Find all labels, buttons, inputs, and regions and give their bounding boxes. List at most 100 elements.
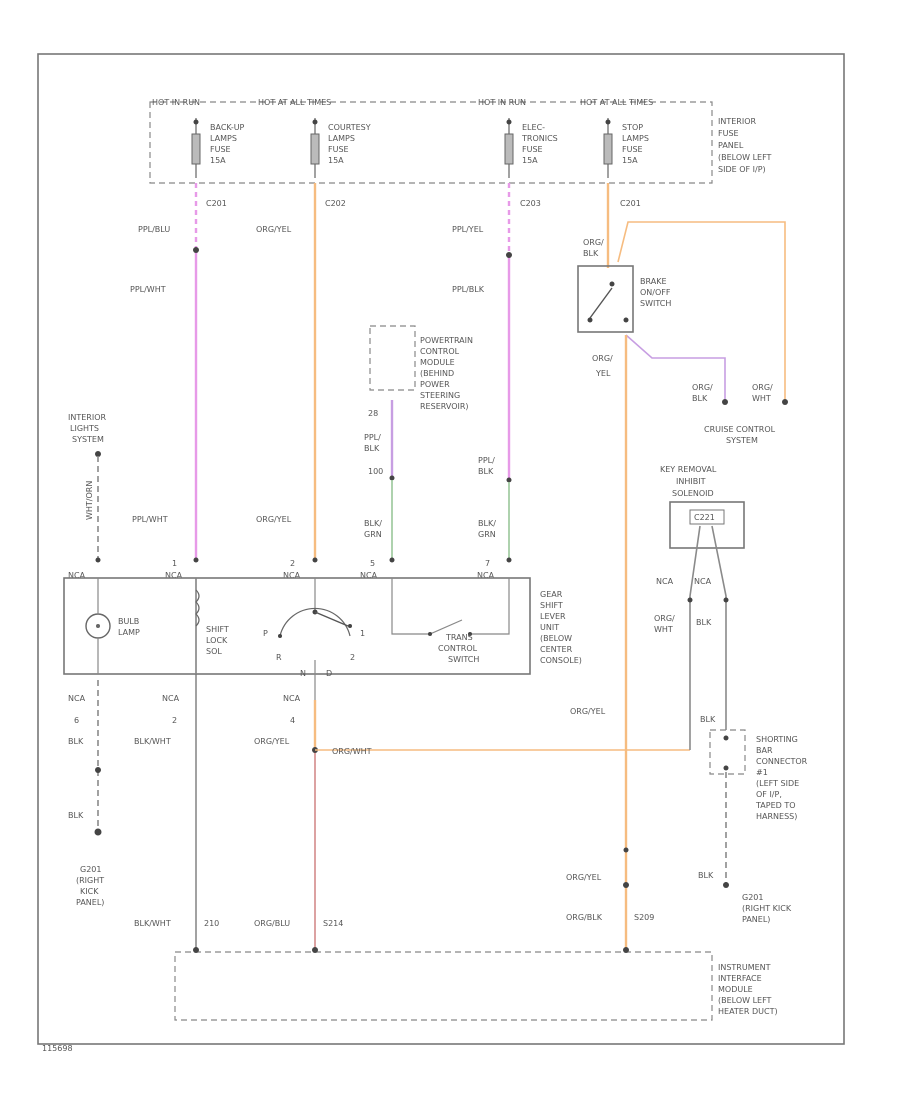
svg-text:PPL/: PPL/ bbox=[364, 433, 381, 442]
svg-text:BLK: BLK bbox=[68, 737, 84, 746]
svg-text:ORG/BLK: ORG/BLK bbox=[566, 913, 603, 922]
svg-text:BLK: BLK bbox=[692, 394, 708, 403]
svg-text:NCA: NCA bbox=[68, 571, 86, 580]
svg-text:ORG/: ORG/ bbox=[692, 383, 713, 392]
diagram-code: 115698 bbox=[42, 1044, 73, 1053]
svg-text:ORG/BLU: ORG/BLU bbox=[254, 919, 290, 928]
connector-c203: C203 bbox=[520, 199, 541, 208]
svg-text:NCA: NCA bbox=[360, 571, 378, 580]
prndl-1: 1 bbox=[360, 629, 365, 638]
svg-text:NCA: NCA bbox=[694, 577, 712, 586]
key-removal-inhibit-solenoid: KEY REMOVAL INHIBIT SOLENOID C221 NCA NC… bbox=[654, 465, 745, 750]
svg-text:ORG/WHT: ORG/WHT bbox=[332, 747, 372, 756]
hot-in-run-label-2: HOT IN RUN bbox=[478, 98, 526, 107]
svg-text:INHIBIT: INHIBIT bbox=[676, 477, 706, 486]
connector-c201-b: C201 bbox=[620, 199, 641, 208]
svg-text:BLK: BLK bbox=[68, 811, 84, 820]
hot-at-all-times-label-2: HOT AT ALL TIMES bbox=[580, 98, 653, 107]
svg-text:GRN: GRN bbox=[364, 530, 382, 539]
svg-text:S214: S214 bbox=[323, 919, 343, 928]
svg-text:5: 5 bbox=[370, 559, 375, 568]
prndl-d: D bbox=[326, 669, 332, 678]
svg-text:ORG/YEL: ORG/YEL bbox=[254, 737, 290, 746]
svg-text:NCA: NCA bbox=[656, 577, 674, 586]
svg-text:GRN: GRN bbox=[478, 530, 496, 539]
svg-text:2: 2 bbox=[290, 559, 295, 568]
svg-text:PPL/WHT: PPL/WHT bbox=[130, 285, 166, 294]
fuse-panel-label: INTERIOR FUSE PANEL (BELOW LEFT SIDE OF … bbox=[718, 117, 774, 174]
svg-text:4: 4 bbox=[290, 716, 295, 725]
svg-text:PPL/YEL: PPL/YEL bbox=[452, 225, 484, 234]
svg-text:BLK/WHT: BLK/WHT bbox=[134, 919, 171, 928]
svg-text:KEY REMOVAL: KEY REMOVAL bbox=[660, 465, 717, 474]
svg-text:NCA: NCA bbox=[283, 571, 301, 580]
svg-text:ORG/: ORG/ bbox=[654, 614, 675, 623]
svg-text:BLK: BLK bbox=[696, 618, 712, 627]
svg-text:7: 7 bbox=[485, 559, 490, 568]
svg-text:BLK: BLK bbox=[364, 444, 380, 453]
svg-text:PPL/BLK: PPL/BLK bbox=[452, 285, 485, 294]
svg-text:28: 28 bbox=[368, 409, 378, 418]
svg-text:WHT: WHT bbox=[654, 625, 673, 634]
wire-org-yel: ORG/YEL ORG/YEL 2 NCA NCA 4 ORG/YEL ORG/… bbox=[254, 183, 690, 950]
svg-text:NCA: NCA bbox=[68, 694, 86, 703]
diagram-frame bbox=[37, 53, 845, 1045]
svg-text:ORG/: ORG/ bbox=[583, 238, 604, 247]
svg-text:ORG/: ORG/ bbox=[592, 354, 613, 363]
svg-text:1: 1 bbox=[172, 559, 177, 568]
interior-fuse-panel: HOT IN RUN HOT AT ALL TIMES HOT IN RUN H… bbox=[149, 98, 774, 208]
svg-text:BLK/WHT: BLK/WHT bbox=[134, 737, 171, 746]
svg-text:BLK: BLK bbox=[478, 467, 494, 476]
svg-text:BLK/: BLK/ bbox=[478, 519, 496, 528]
svg-text:BLK: BLK bbox=[700, 715, 716, 724]
svg-text:NCA: NCA bbox=[165, 571, 183, 580]
hot-at-all-times-label-1: HOT AT ALL TIMES bbox=[258, 98, 331, 107]
svg-text:WHT/ORN: WHT/ORN bbox=[85, 481, 94, 520]
svg-text:WHT: WHT bbox=[752, 394, 771, 403]
svg-text:BLK: BLK bbox=[583, 249, 599, 258]
svg-text:ORG/YEL: ORG/YEL bbox=[570, 707, 606, 716]
svg-text:2: 2 bbox=[172, 716, 177, 725]
svg-text:100: 100 bbox=[368, 467, 383, 476]
svg-text:S209: S209 bbox=[634, 913, 654, 922]
wire-ppl-blu-wht: PPL/BLU PPL/WHT PPL/WHT 1 NCA NCA 2 BLK/… bbox=[130, 183, 219, 950]
svg-text:ORG/YEL: ORG/YEL bbox=[256, 225, 292, 234]
svg-text:YEL: YEL bbox=[595, 369, 611, 378]
svg-text:NCA: NCA bbox=[283, 694, 301, 703]
svg-text:PPL/WHT: PPL/WHT bbox=[132, 515, 168, 524]
prndl-2: 2 bbox=[350, 653, 355, 662]
svg-text:NCA: NCA bbox=[162, 694, 180, 703]
svg-text:ORG/: ORG/ bbox=[752, 383, 773, 392]
svg-text:ORG/YEL: ORG/YEL bbox=[256, 515, 292, 524]
svg-text:6: 6 bbox=[74, 716, 79, 725]
svg-text:PPL/: PPL/ bbox=[478, 456, 495, 465]
svg-text:NCA: NCA bbox=[477, 571, 495, 580]
svg-text:ORG/YEL: ORG/YEL bbox=[566, 873, 602, 882]
